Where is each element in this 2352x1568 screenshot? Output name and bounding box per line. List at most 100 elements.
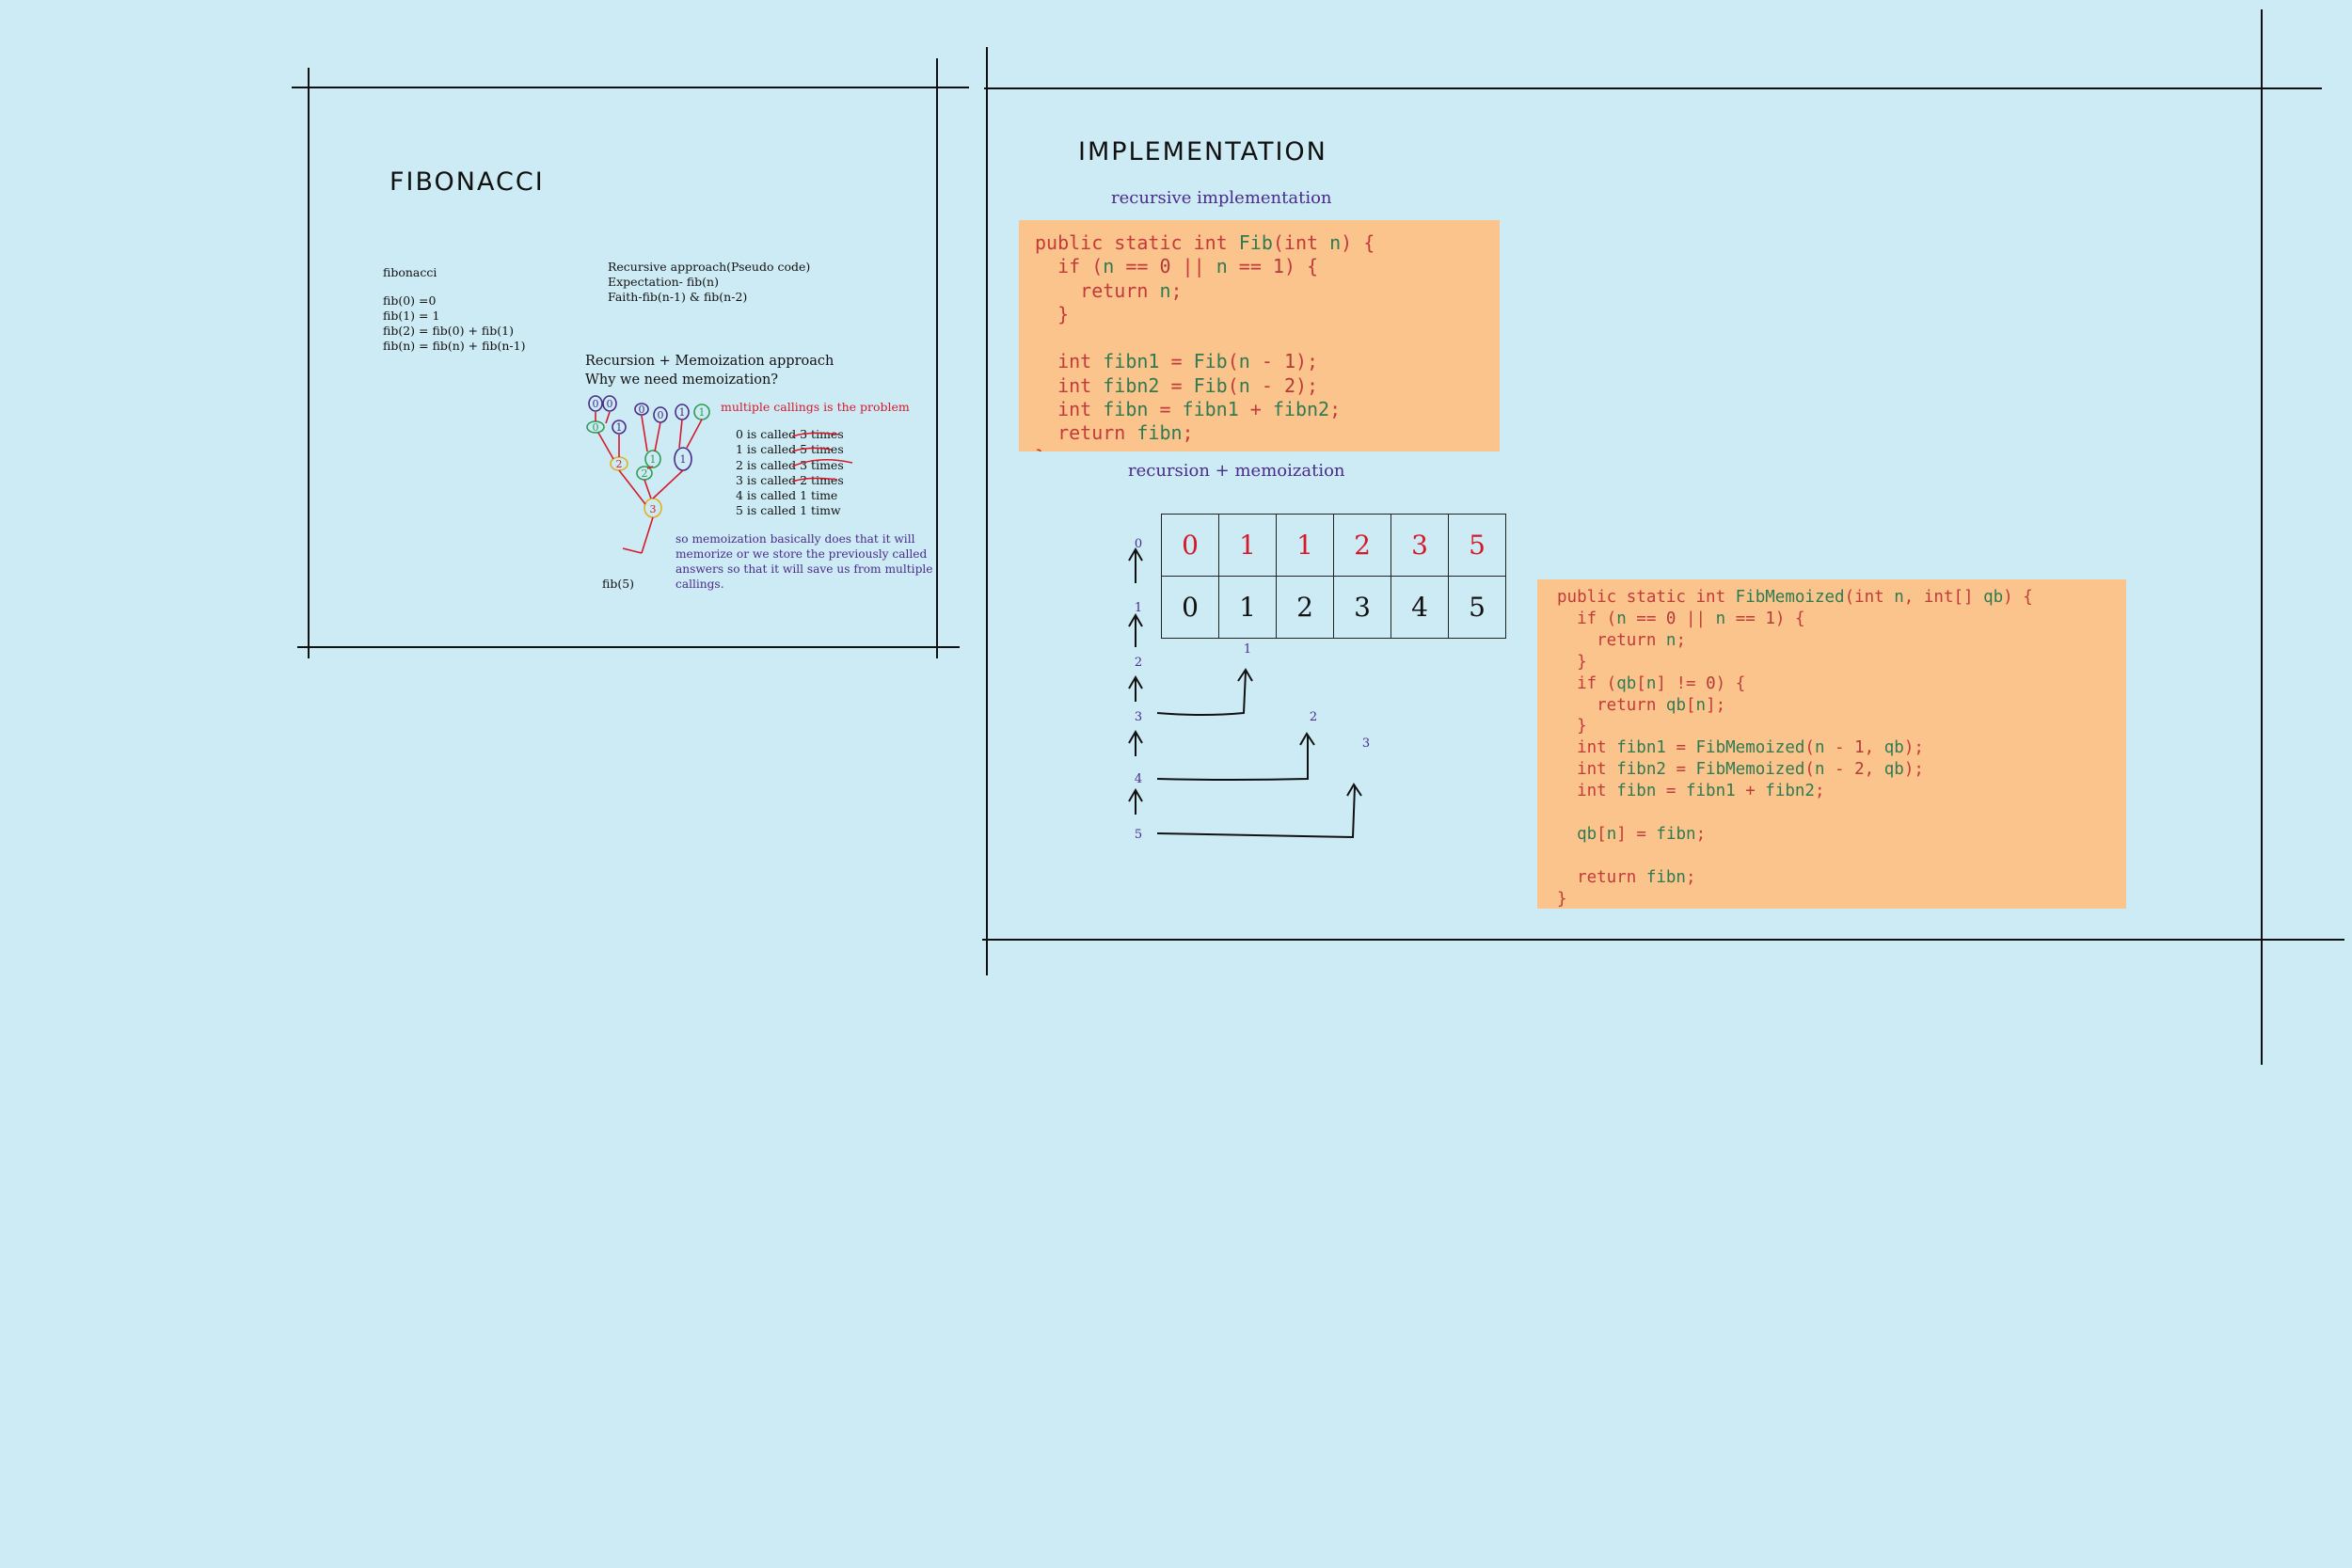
call-count-scribbles xyxy=(791,432,853,483)
code-token: } xyxy=(1035,446,1046,451)
code-token: fibn xyxy=(1616,782,1657,801)
stack-index: 3 xyxy=(1135,710,1142,724)
code-token: n xyxy=(1329,231,1342,254)
tree-node: 3 xyxy=(650,503,657,515)
code-token: qb xyxy=(1883,738,1904,758)
code-token xyxy=(1557,825,1577,844)
code-token: ) { xyxy=(1715,673,1746,693)
code-token: 2 xyxy=(1283,373,1295,397)
code-line: public static int FibMemoized(int n, int… xyxy=(1557,587,2126,609)
code-token: = xyxy=(1148,398,1183,421)
memo-explanation-line: answers so that it will save us from mul… xyxy=(675,562,933,576)
code-token: FibMemoized xyxy=(1695,760,1805,780)
stack-index: 0 xyxy=(1135,537,1142,551)
code-line: return fibn; xyxy=(1557,867,2126,889)
fib-def-line: fib(n) = fib(n) + fib(n-1) xyxy=(383,339,526,353)
code-line: return n; xyxy=(1557,630,2126,652)
right-title: IMPLEMENTATION xyxy=(1078,137,1327,166)
left-title: FIBONACCI xyxy=(389,167,545,197)
code-token: n xyxy=(1103,255,1115,278)
problem-note: multiple callings is the problem xyxy=(721,400,910,414)
memo-cell: 1 xyxy=(1218,576,1277,639)
code-line: int fibn = fibn1 + fibn2; xyxy=(1557,781,2126,802)
memo-explanation: so memoization basically does that it wi… xyxy=(675,531,932,592)
code-token: ; xyxy=(1329,398,1342,421)
code-line: return fibn; xyxy=(1035,421,1500,445)
code-token: ) { xyxy=(1283,255,1319,278)
stack-index: 1 xyxy=(1135,601,1142,615)
code-line: int fibn2 = Fib(n - 2); xyxy=(1035,374,1500,398)
memo-heading-line: Recursion + Memoization approach xyxy=(585,354,834,369)
code-token: Fib xyxy=(1193,350,1228,373)
code-token: 0 xyxy=(1159,255,1171,278)
tree-node: 0 xyxy=(593,398,599,410)
memo-label: recursion + memoization xyxy=(1128,461,1345,481)
code-token: fibn1 xyxy=(1685,782,1736,801)
code-token: } xyxy=(1557,717,1587,736)
code-token: ); xyxy=(1295,373,1319,397)
code-token: = xyxy=(1665,738,1696,758)
code-token: fibn xyxy=(1103,398,1149,421)
memo-cell: 4 xyxy=(1391,576,1449,639)
code-token: 2 xyxy=(1854,760,1865,780)
code-token: fibn1 xyxy=(1616,738,1666,758)
code-token: 0 xyxy=(1706,673,1716,693)
code-token: (int xyxy=(1272,231,1330,254)
recursive-note: Expectation- fib(n) xyxy=(608,275,719,289)
code-token: ); xyxy=(1295,350,1319,373)
code-token: int xyxy=(1035,398,1104,421)
code-token: fibn2 xyxy=(1765,782,1815,801)
code-line xyxy=(1557,846,2126,867)
recursive-notes: Recursive approach(Pseudo code) Expectat… xyxy=(608,260,810,305)
code-token: n xyxy=(1606,824,1617,844)
code-token: == xyxy=(1227,255,1273,278)
memo-cell: 5 xyxy=(1448,514,1506,577)
code-token: qb xyxy=(1665,695,1686,715)
code-token: 1 xyxy=(1272,255,1284,278)
code-token: return xyxy=(1035,278,1160,302)
fib-def-line: fib(0) =0 xyxy=(383,293,437,308)
tree-node: 1 xyxy=(616,421,623,434)
code-token: return xyxy=(1557,867,1646,887)
code-token: [ xyxy=(1597,824,1607,844)
arrow-label: 1 xyxy=(1244,642,1251,657)
code-token: n xyxy=(1814,738,1825,758)
code-line: return qb[n]; xyxy=(1557,695,2126,717)
code-token: } xyxy=(1557,652,1587,672)
code-token: ; xyxy=(1170,278,1183,302)
code-token: Fib xyxy=(1238,231,1273,254)
code-token: fibn2 xyxy=(1272,398,1330,421)
call-stack-diagram: 0 1 2 3 4 5 1 2 3 xyxy=(1128,537,1370,842)
code-line: qb[n] = fibn; xyxy=(1557,824,2126,846)
code-token: n xyxy=(1238,350,1250,373)
code-token: - xyxy=(1824,738,1855,758)
code-token: if ( xyxy=(1557,673,1617,693)
code-line: int fibn1 = Fib(n - 1); xyxy=(1035,350,1500,373)
memoized-code-block: public static int FibMemoized(int n, int… xyxy=(1537,579,2126,909)
code-token: return xyxy=(1557,695,1666,715)
code-token: = xyxy=(1159,350,1194,373)
code-token: , xyxy=(1864,738,1884,758)
code-token: ( xyxy=(1227,350,1239,373)
tree-node: 1 xyxy=(679,406,686,419)
recursion-tree-sketch: 0 0 0 0 1 1 0 1 2 1 2 1 3 xyxy=(586,395,710,554)
code-line: if (qb[n] != 0) { xyxy=(1557,673,2126,695)
code-token: ] = xyxy=(1616,824,1657,844)
code-token: } xyxy=(1557,889,1567,909)
code-token: + xyxy=(1735,782,1766,801)
recursive-note: Faith-fib(n-1) & fib(n-2) xyxy=(608,290,748,304)
code-token: ) { xyxy=(2003,588,2033,607)
code-token: n xyxy=(1216,255,1228,278)
call-counts: 0 is called 3 times 1 is called 5 times … xyxy=(736,427,844,519)
code-token: int xyxy=(1557,782,1617,801)
code-token: - xyxy=(1249,373,1284,397)
fib-def-line: fib(1) = 1 xyxy=(383,309,440,323)
code-token: ) { xyxy=(1341,231,1375,254)
code-line: } xyxy=(1035,303,1500,326)
tree-node: 2 xyxy=(642,467,648,480)
code-line: } xyxy=(1557,652,2126,673)
call-count-line: 2 is called 3 times xyxy=(736,457,844,472)
code-token: n xyxy=(1715,609,1726,628)
tree-node: 1 xyxy=(699,406,706,419)
